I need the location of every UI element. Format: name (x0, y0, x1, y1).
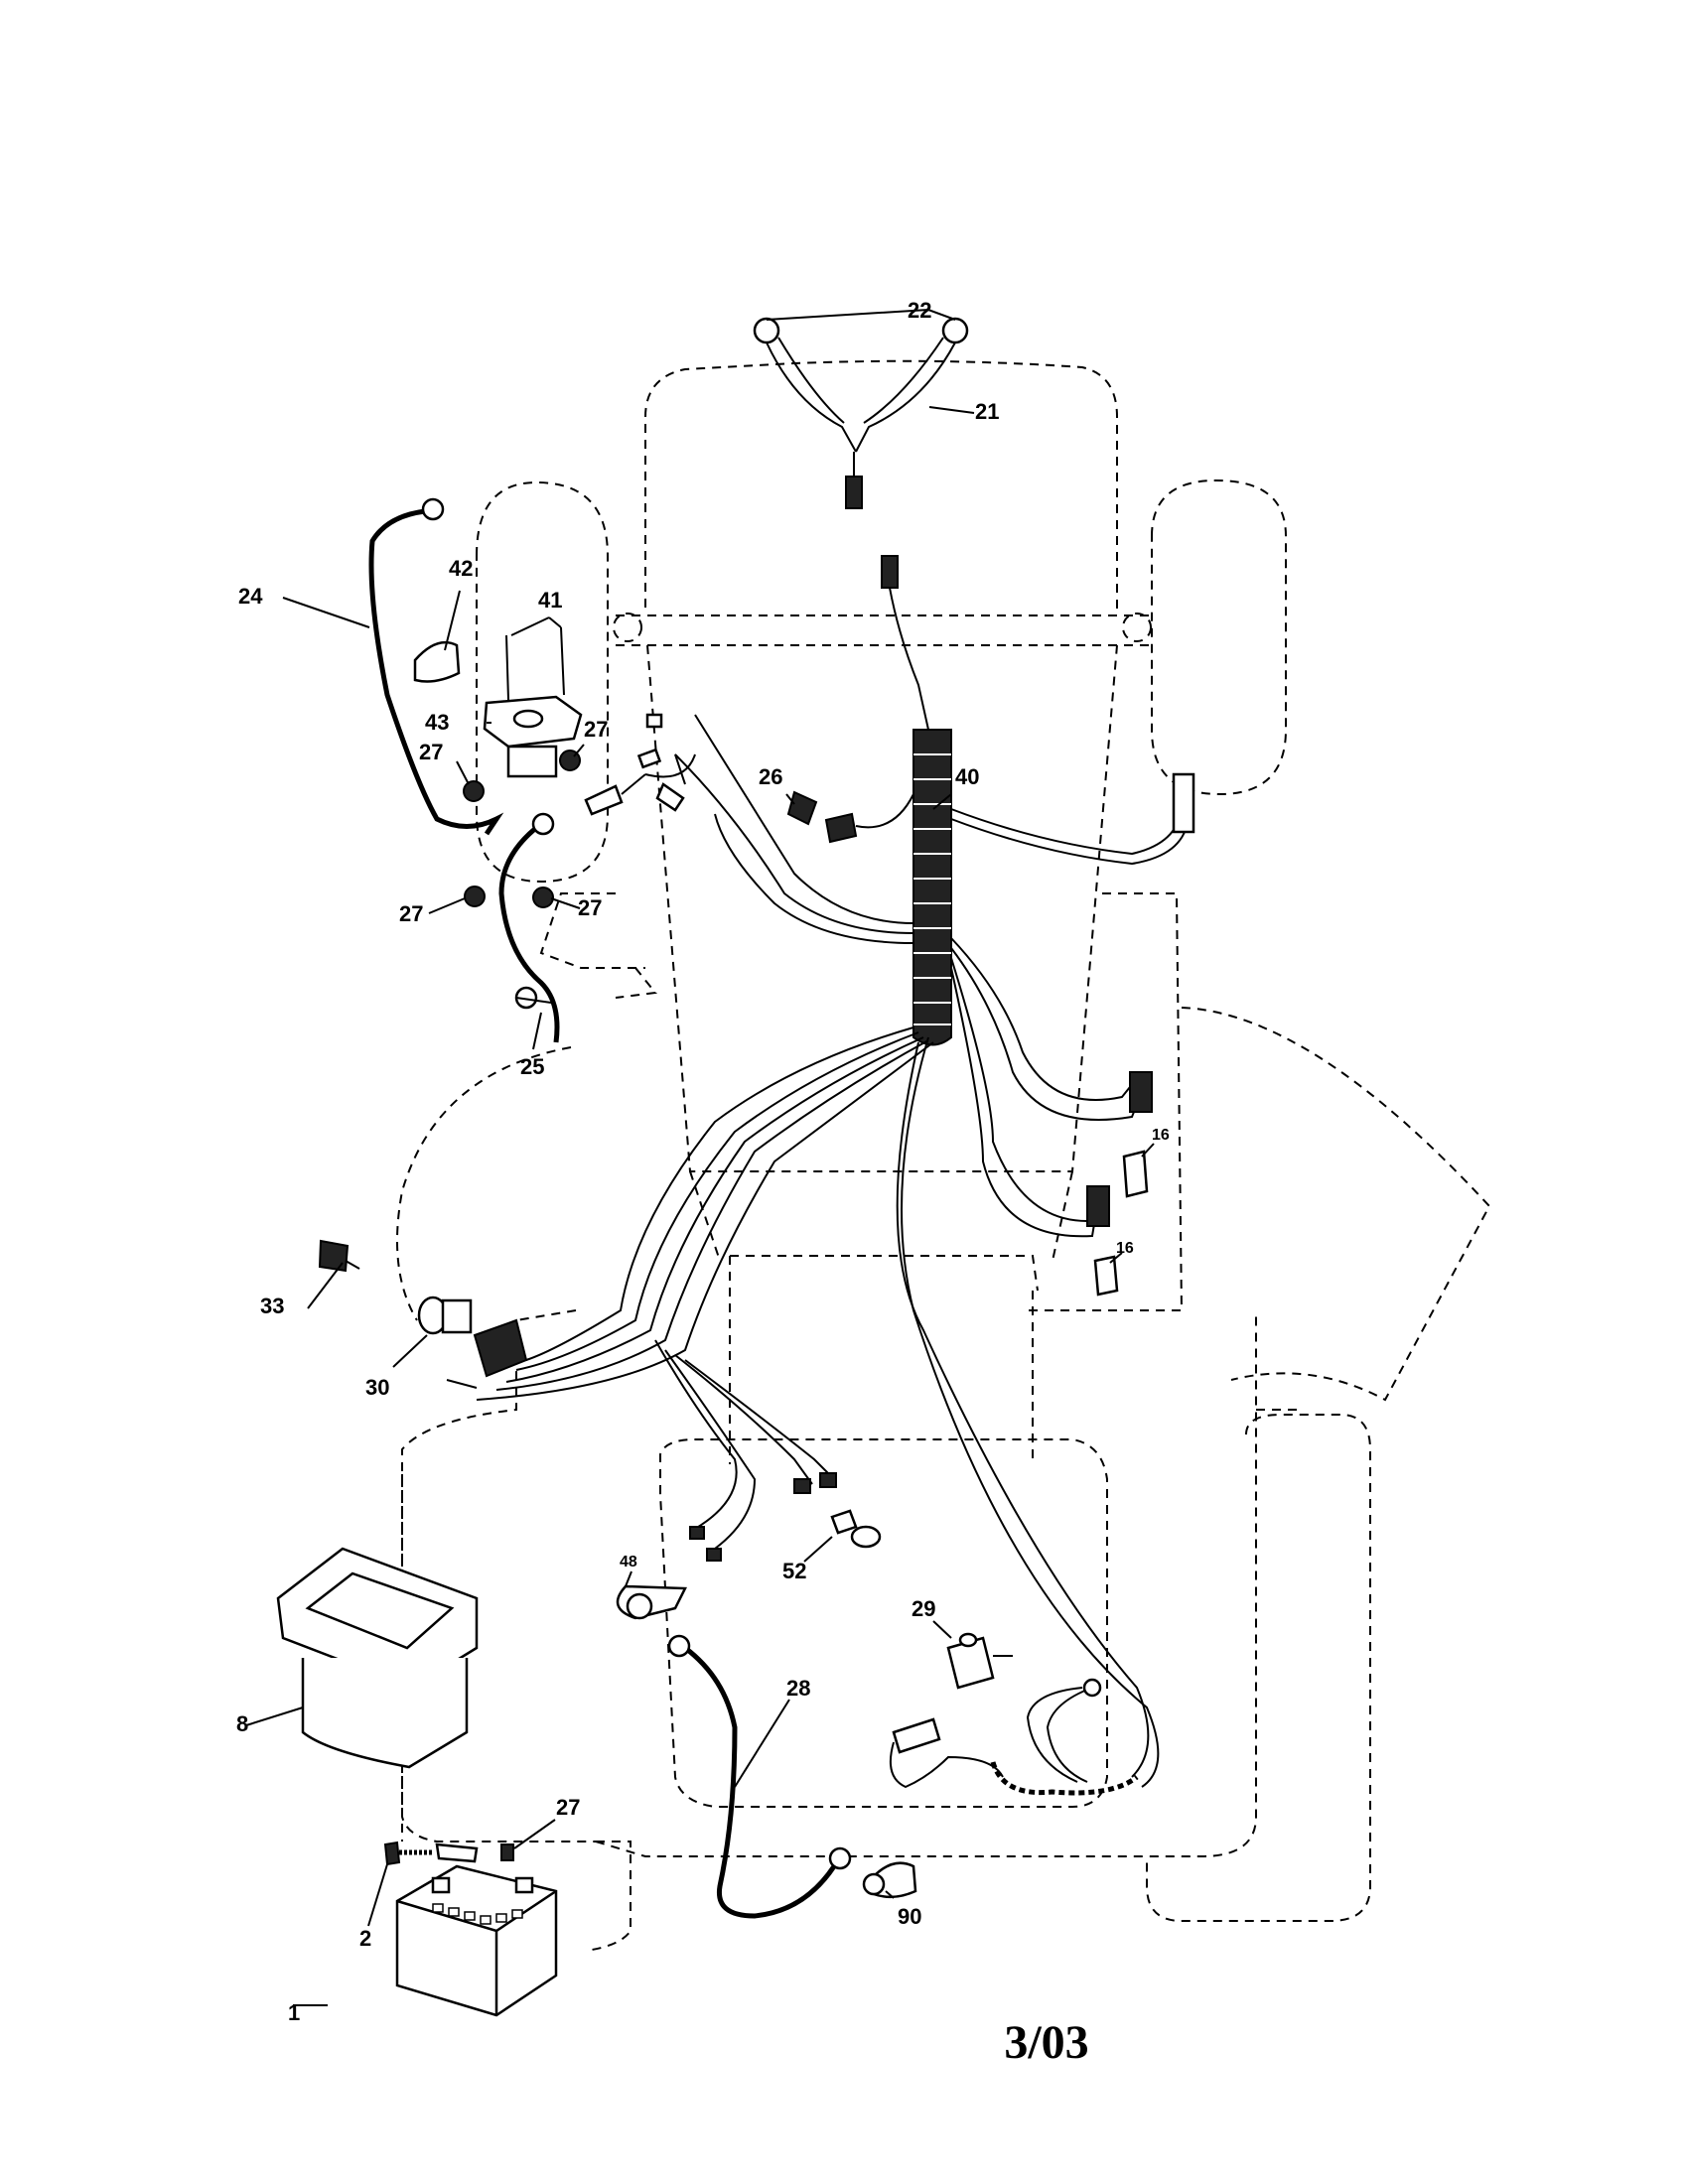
battery-box (245, 1547, 479, 1769)
callout-43: 43 (425, 710, 449, 735)
callout-42: 42 (449, 556, 473, 581)
ignition-parts (318, 1239, 528, 1389)
callout-48: 48 (620, 1554, 637, 1570)
callout-33: 33 (260, 1294, 284, 1318)
callout-2: 2 (359, 1926, 371, 1951)
callout-27-b: 27 (584, 717, 608, 742)
callout-22: 22 (908, 298, 931, 323)
wire-bundles (476, 714, 1195, 1796)
main-harness-conduit (881, 555, 952, 1046)
headlight-assembly (753, 308, 969, 509)
battery (293, 1841, 558, 2017)
callout-27-c: 27 (399, 901, 423, 926)
callout-21: 21 (975, 399, 999, 424)
callout-24: 24 (238, 584, 263, 609)
callout-27-a: 27 (419, 740, 443, 764)
callout-25: 25 (520, 1054, 544, 1079)
callout-26: 26 (759, 764, 782, 789)
callout-16-b: 16 (1116, 1240, 1134, 1257)
callout-52: 52 (782, 1559, 806, 1583)
callout-28: 28 (786, 1676, 810, 1701)
callout-1: 1 (288, 2000, 300, 2025)
callout-40: 40 (955, 764, 979, 789)
tractor-frame-outline (396, 359, 1491, 1952)
battery-cables-solenoid (368, 497, 696, 1043)
connectors-16 (1093, 1150, 1149, 1297)
callout-90: 90 (898, 1904, 921, 1929)
callout-41: 41 (538, 588, 562, 613)
callout-8: 8 (236, 1711, 248, 1736)
leader-lines (282, 406, 1155, 1927)
document-date: 3/03 (1004, 2016, 1089, 2069)
callout-27-e: 27 (556, 1795, 580, 1820)
ground-cable-and-switch (667, 1632, 1102, 1919)
callout-16-a: 16 (1152, 1127, 1170, 1144)
lamp-parts (616, 1509, 882, 1620)
callout-27-d: 27 (578, 895, 602, 920)
callout-29: 29 (912, 1596, 935, 1621)
callout-labels: 22 21 24 42 41 43 27 27 27 27 26 40 25 1… (236, 298, 1170, 2025)
callout-30: 30 (365, 1375, 389, 1400)
